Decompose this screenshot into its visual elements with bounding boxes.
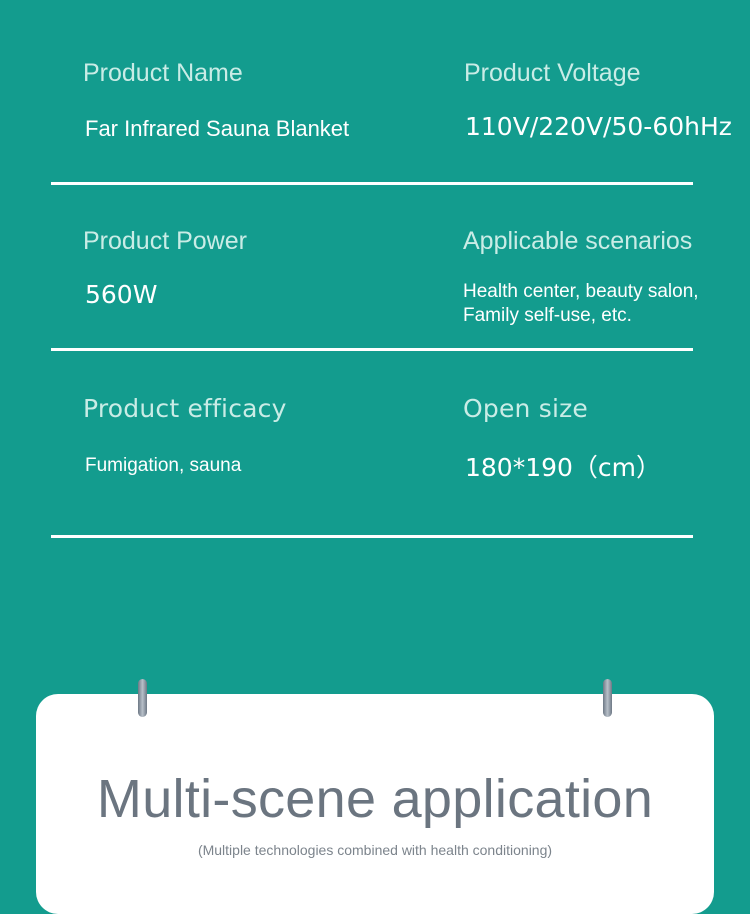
card-subtitle: (Multiple technologies combined with hea… [197, 842, 553, 858]
scene-card [36, 694, 714, 914]
product-voltage-value: 110V/220V/50-60hHz [465, 112, 732, 141]
card-hanger-left [138, 679, 147, 717]
product-power-label: Product Power [83, 227, 247, 255]
divider-1 [51, 182, 693, 185]
applicable-scenarios-label: Applicable scenarios [463, 227, 693, 255]
product-power-value: 560W [85, 280, 158, 309]
applicable-scenarios-value-line1: Health center, beauty salon, [463, 281, 699, 302]
open-size-label: Open size [463, 394, 588, 423]
card-title: Multi-scene application [96, 769, 654, 829]
open-size-value: 180*190（cm） [465, 453, 662, 482]
applicable-scenarios-value-line2: Family self-use, etc. [463, 305, 632, 326]
product-efficacy-label: Product efficacy [83, 394, 287, 423]
divider-3 [51, 535, 693, 538]
product-voltage-label: Product Voltage [464, 59, 641, 87]
divider-2 [51, 348, 693, 351]
product-name-value: Far Infrared Sauna Blanket [85, 116, 350, 141]
product-efficacy-value: Fumigation, sauna [85, 455, 242, 476]
card-hanger-right [603, 679, 612, 717]
product-name-label: Product Name [83, 59, 243, 87]
